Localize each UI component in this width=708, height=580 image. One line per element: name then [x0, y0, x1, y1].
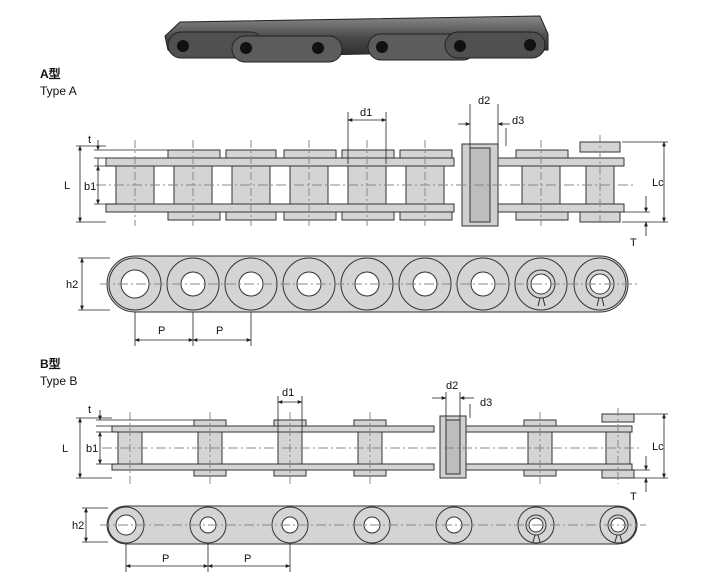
type-b-d3-label: d3	[480, 397, 492, 409]
type-b-d1-label: d1	[282, 387, 294, 399]
type-a-T-label: T	[630, 237, 637, 249]
type-b-b1-label: b1	[86, 443, 98, 455]
type-a-L-label: L	[64, 180, 70, 192]
chain-photo	[164, 15, 549, 63]
type-a-t-label: t	[88, 134, 91, 146]
type-a-d3-label: d3	[512, 115, 524, 127]
type-a-P2-label: P	[216, 325, 223, 337]
type-a-side-view	[96, 135, 634, 227]
type-b-T-label: T	[630, 491, 637, 503]
type-a-dimensions	[76, 104, 668, 236]
type-a-title-cn: A型	[40, 67, 61, 81]
type-b-t-label: t	[88, 404, 91, 416]
type-b-title-en: Type B	[40, 374, 78, 388]
type-b-top-dimensions	[82, 507, 291, 572]
type-b-title-cn: B型	[40, 357, 61, 371]
type-b-L-label: L	[62, 443, 68, 455]
type-b-top-view	[100, 505, 646, 545]
type-a-b1-label: b1	[84, 181, 96, 193]
type-b-d2-label: d2	[446, 380, 458, 392]
type-a-top-view	[100, 255, 640, 313]
type-a-top-dimensions	[78, 257, 252, 346]
type-b-Lc-label: Lc	[652, 441, 664, 453]
type-b-P2-label: P	[244, 553, 251, 565]
type-a-P1-label: P	[158, 325, 165, 337]
type-b-side-view	[102, 408, 640, 484]
type-a-d1-label: d1	[360, 107, 372, 119]
type-a-title-en: Type A	[40, 84, 77, 98]
type-a-h2-label: h2	[66, 279, 78, 291]
type-a-d2-label: d2	[478, 95, 490, 107]
type-b-h2-label: h2	[72, 520, 84, 532]
type-b-P1-label: P	[162, 553, 169, 565]
type-a-Lc-label: Lc	[652, 177, 664, 189]
type-b-dimensions	[76, 392, 668, 492]
